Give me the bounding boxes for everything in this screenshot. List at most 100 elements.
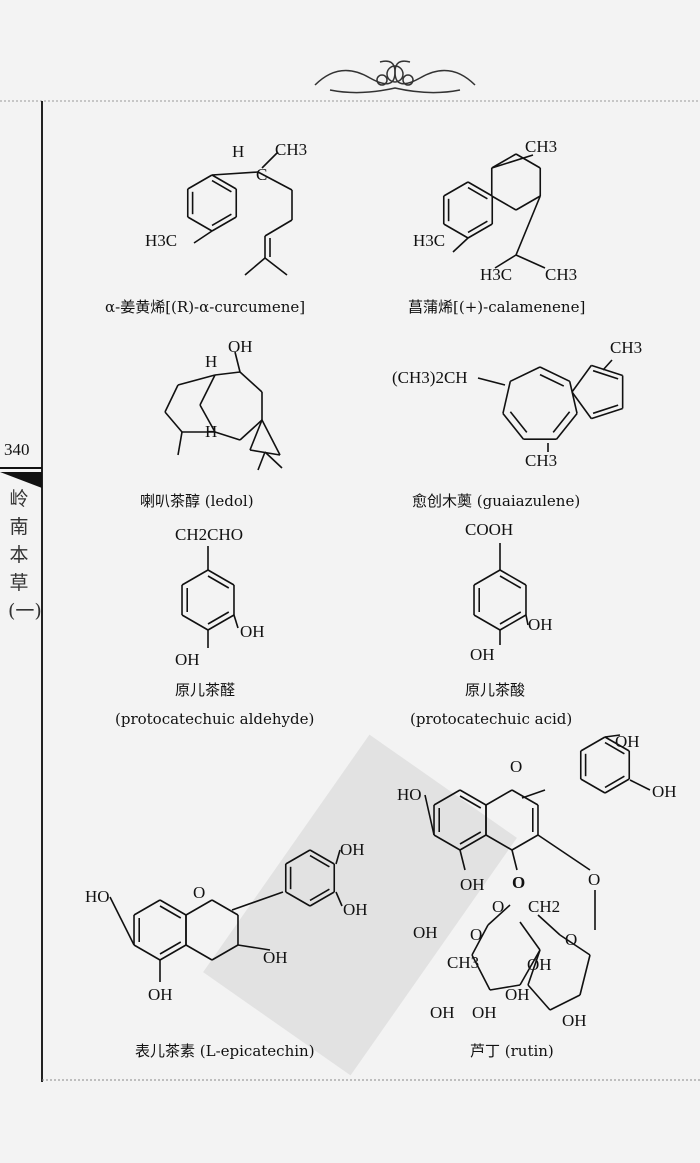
page-number: 340 bbox=[4, 440, 30, 459]
bond bbox=[211, 216, 237, 232]
caption-acid-cn: 原儿茶酸 bbox=[465, 681, 526, 699]
bond bbox=[579, 954, 591, 996]
bond bbox=[433, 834, 461, 851]
svg-text:COOH: COOH bbox=[465, 520, 513, 539]
caption-guaiazulene: 愈创木薁 (guaiazulene) bbox=[412, 492, 581, 510]
svg-text:HO: HO bbox=[85, 887, 110, 906]
bond bbox=[537, 914, 561, 936]
bond bbox=[467, 181, 493, 197]
bond bbox=[244, 257, 266, 276]
bond bbox=[335, 849, 341, 865]
bond bbox=[239, 419, 263, 441]
bond bbox=[604, 734, 621, 738]
bond bbox=[211, 179, 232, 193]
bond bbox=[592, 369, 619, 380]
bond bbox=[509, 411, 528, 433]
bond bbox=[459, 831, 482, 845]
bond bbox=[199, 374, 216, 406]
bond bbox=[211, 213, 232, 227]
header-ornament-icon bbox=[314, 60, 476, 94]
bond bbox=[571, 364, 592, 393]
bond bbox=[211, 171, 259, 176]
svg-text:OH: OH bbox=[562, 1011, 587, 1030]
svg-text:O: O bbox=[588, 870, 600, 889]
book-side-title: 岭南本草(一) bbox=[8, 488, 42, 622]
bond bbox=[499, 614, 527, 631]
svg-text:OH: OH bbox=[470, 645, 495, 664]
svg-text:OH: OH bbox=[472, 1003, 497, 1022]
bond bbox=[580, 736, 606, 752]
bond bbox=[499, 611, 522, 625]
bond bbox=[591, 364, 623, 377]
caption-epicatechin: 表儿茶素 (L-epicatechin) bbox=[135, 1042, 315, 1060]
bond bbox=[285, 891, 311, 907]
caption-acid-en: (protocatechuic acid) bbox=[410, 710, 573, 728]
bond bbox=[491, 153, 517, 169]
svg-text:H3C: H3C bbox=[145, 231, 177, 250]
bond bbox=[539, 373, 565, 387]
svg-text:H: H bbox=[232, 142, 244, 161]
svg-text:OH: OH bbox=[527, 955, 552, 974]
bond bbox=[164, 411, 183, 433]
svg-text:CH3: CH3 bbox=[525, 451, 557, 470]
caption-curcumene: α-姜黄烯[(R)-α-curcumene] bbox=[105, 298, 306, 316]
svg-text:O: O bbox=[492, 897, 504, 916]
bond bbox=[185, 899, 213, 916]
caption-aldehyde-cn: 原儿茶醛 bbox=[175, 681, 236, 699]
bond bbox=[164, 384, 179, 413]
bond bbox=[211, 174, 237, 190]
bond bbox=[527, 949, 541, 986]
bond bbox=[309, 891, 335, 907]
svg-text:CH2CHO: CH2CHO bbox=[175, 525, 243, 544]
bond bbox=[257, 171, 293, 191]
bond bbox=[515, 254, 546, 269]
svg-text:CH3: CH3 bbox=[545, 265, 577, 284]
bond bbox=[249, 419, 263, 451]
svg-text:O: O bbox=[512, 873, 525, 892]
bond bbox=[234, 351, 241, 373]
bond bbox=[604, 736, 630, 752]
svg-text:O: O bbox=[193, 883, 205, 902]
bond bbox=[159, 944, 187, 961]
bond bbox=[559, 934, 591, 956]
bond bbox=[485, 834, 513, 851]
svg-text:OH: OH bbox=[413, 923, 438, 942]
svg-text:CH3: CH3 bbox=[275, 140, 307, 159]
bond bbox=[602, 359, 613, 371]
bond bbox=[473, 614, 501, 631]
bond bbox=[181, 569, 209, 586]
bond bbox=[159, 905, 182, 919]
bond bbox=[233, 614, 239, 629]
bond bbox=[491, 154, 534, 169]
bond bbox=[211, 944, 239, 961]
bond bbox=[471, 924, 489, 956]
svg-text:OH: OH bbox=[340, 840, 365, 859]
bond bbox=[261, 419, 281, 456]
bond bbox=[511, 849, 518, 871]
caption-calamenene: 菖蒲烯[(+)-calamenene] bbox=[408, 298, 586, 316]
bond bbox=[549, 994, 581, 1011]
svg-text:OH: OH bbox=[460, 875, 485, 894]
svg-text:OH: OH bbox=[652, 782, 677, 801]
bond bbox=[452, 237, 469, 253]
bond bbox=[459, 834, 487, 851]
svg-text:OH: OH bbox=[228, 337, 253, 356]
bond bbox=[467, 220, 488, 234]
bond bbox=[525, 614, 529, 626]
svg-text:H: H bbox=[205, 422, 217, 441]
bond bbox=[264, 257, 288, 276]
bond bbox=[237, 944, 271, 951]
bond bbox=[515, 195, 541, 256]
bond bbox=[181, 614, 209, 631]
bond bbox=[193, 230, 213, 244]
bond bbox=[133, 944, 161, 961]
bond bbox=[207, 569, 235, 586]
bond bbox=[177, 374, 216, 386]
bond bbox=[467, 186, 488, 200]
bond bbox=[629, 779, 651, 791]
bond bbox=[604, 741, 625, 755]
bond bbox=[207, 575, 230, 589]
svg-text:H3C: H3C bbox=[480, 265, 512, 284]
bond bbox=[604, 778, 630, 794]
svg-text:C: C bbox=[256, 165, 267, 184]
